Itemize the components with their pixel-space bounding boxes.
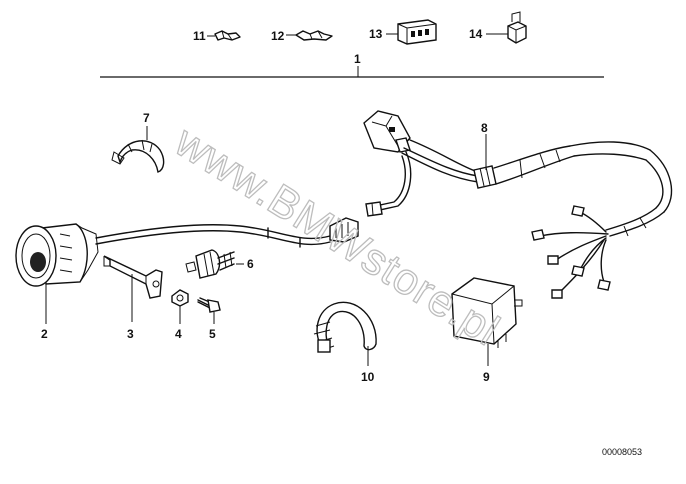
part-number-3: 3 — [127, 327, 134, 341]
watermark: www.BMWstore.pl — [166, 116, 508, 355]
part-number-2: 2 — [41, 327, 48, 341]
part-number-14: 14 — [469, 27, 483, 41]
relay-9 — [451, 277, 523, 348]
screw-5 — [197, 297, 221, 313]
terminal-12 — [295, 30, 333, 41]
part-number-6: 6 — [247, 257, 254, 271]
part-number-1: 1 — [354, 52, 361, 66]
wiring-harness-8 — [95, 110, 673, 299]
connector-housing-13 — [397, 19, 437, 45]
terminal-11 — [214, 30, 241, 41]
bracket-3 — [103, 255, 163, 299]
horn-2 — [15, 223, 99, 287]
part-number-7: 7 — [143, 111, 150, 125]
part-number-5: 5 — [209, 327, 216, 341]
part-number-11: 11 — [193, 29, 206, 43]
part-number-4: 4 — [175, 327, 182, 341]
part-number-10: 10 — [361, 370, 375, 384]
nut-4 — [171, 289, 189, 307]
part-number-13: 13 — [369, 27, 383, 41]
switch-6 — [185, 249, 235, 279]
part-number-12: 12 — [271, 29, 285, 43]
diagram-code: 00008053 — [602, 447, 642, 457]
part-number-8: 8 — [481, 121, 488, 135]
part-number-9: 9 — [483, 370, 490, 384]
connector-housing-14 — [507, 11, 527, 44]
clamp-7 — [111, 139, 165, 173]
cable-tie-10 — [313, 301, 377, 353]
